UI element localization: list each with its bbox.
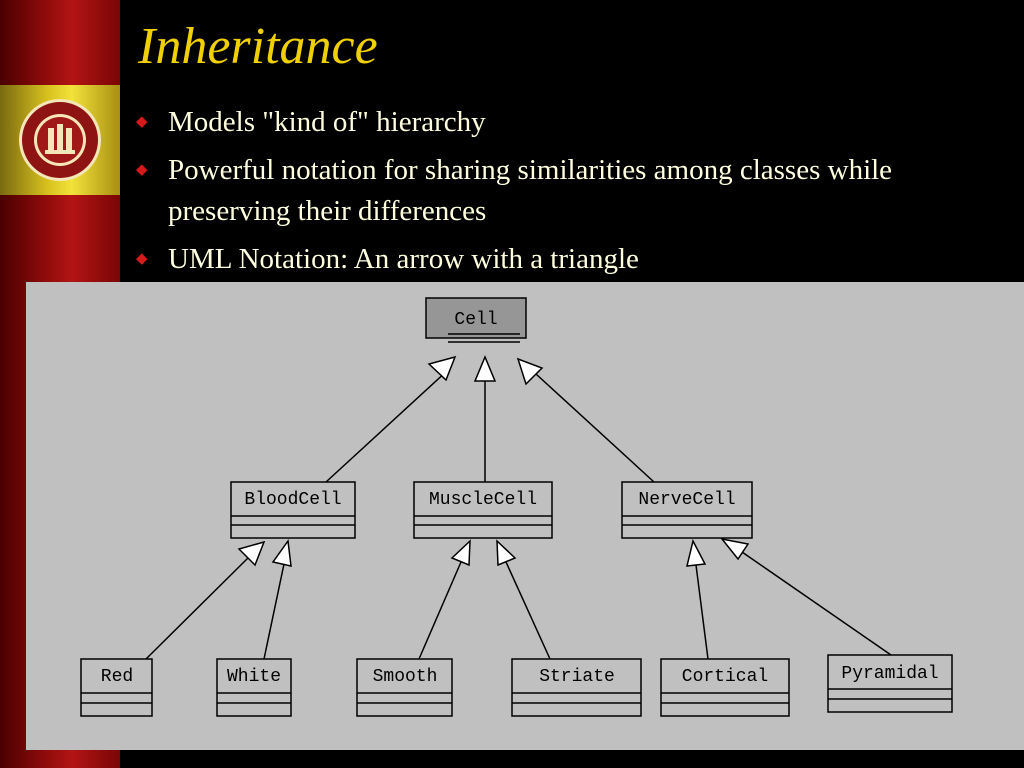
generalization-arrow xyxy=(496,539,551,660)
bullet-text: UML Notation: An arrow with a triangle xyxy=(168,243,639,275)
class-box-pyramidal: Pyramidal xyxy=(827,654,953,713)
bullet-item: ◆ UML Notation: An arrow with a triangle xyxy=(132,239,1012,280)
class-box-white: White xyxy=(216,658,292,717)
bullet-item: ◆ Powerful notation for sharing similarit… xyxy=(132,150,1012,232)
class-box-striate: Striate xyxy=(511,658,642,717)
class-name: Cell xyxy=(454,310,497,330)
class-name: MuscleCell xyxy=(429,490,537,510)
class-name: Cortical xyxy=(682,667,768,687)
class-box-nervecell: NerveCell xyxy=(621,481,753,539)
bullet-text: Powerful notation for sharing similariti… xyxy=(168,154,893,227)
class-box-musclecell: MuscleCell xyxy=(413,481,553,539)
generalization-arrow xyxy=(686,538,709,660)
generalization-arrow xyxy=(473,355,497,482)
class-name: Smooth xyxy=(373,667,438,687)
university-seal-logo xyxy=(19,99,101,181)
generalization-arrow xyxy=(418,539,471,660)
diamond-bullet-icon: ◆ xyxy=(136,251,148,267)
class-name: NerveCell xyxy=(638,490,735,510)
generalization-arrow xyxy=(516,357,655,483)
class-name: Pyramidal xyxy=(841,664,938,684)
bullet-item: ◆ Models "kind of" hierarchy xyxy=(132,102,1012,143)
class-box-bloodcell: BloodCell xyxy=(230,481,356,539)
slide-title: Inheritance xyxy=(138,18,378,75)
diamond-bullet-icon: ◆ xyxy=(136,162,148,178)
class-name: Striate xyxy=(539,667,615,687)
class-box-smooth: Smooth xyxy=(356,658,453,717)
diamond-bullet-icon: ◆ xyxy=(136,114,148,130)
class-box-cortical: Cortical xyxy=(660,658,790,717)
generalization-arrow xyxy=(263,538,292,660)
class-name: White xyxy=(227,667,281,687)
bullet-text: Models "kind of" hierarchy xyxy=(168,106,486,138)
class-box-red: Red xyxy=(80,658,153,717)
generalization-arrow xyxy=(720,537,892,656)
uml-inheritance-diagram: Cell BloodCell MuscleCell xyxy=(26,282,1024,750)
generalization-arrow xyxy=(325,355,457,483)
bullet-list: ◆ Models "kind of" hierarchy ◆ Powerful no… xyxy=(132,102,1012,287)
class-name: Red xyxy=(101,667,133,687)
class-box-cell: Cell xyxy=(425,297,527,343)
generalization-arrow xyxy=(145,540,266,660)
class-name: BloodCell xyxy=(244,490,341,510)
